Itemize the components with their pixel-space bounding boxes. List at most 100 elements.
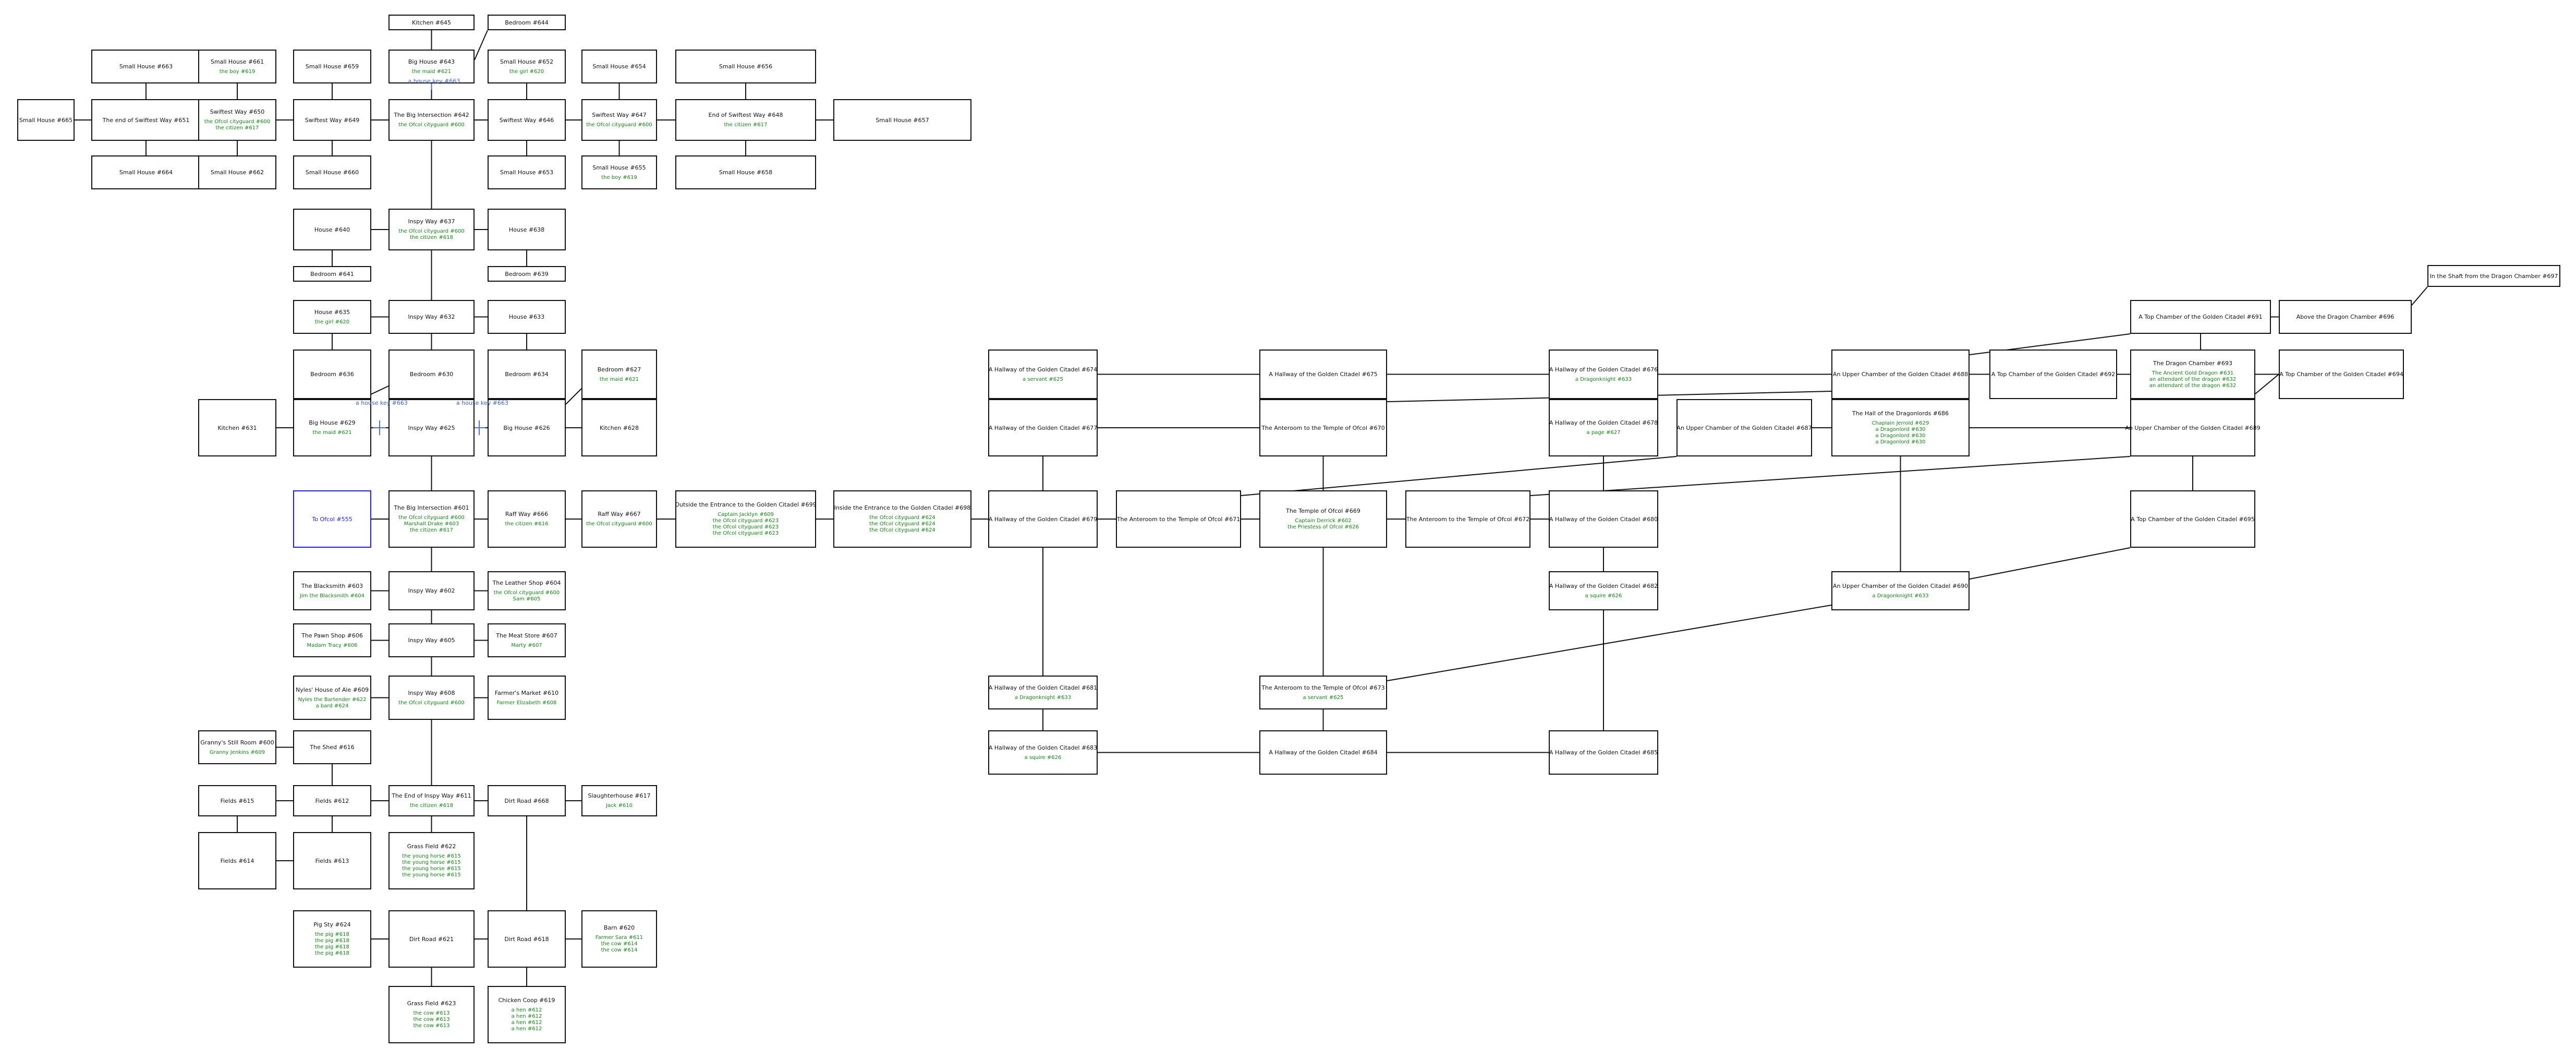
connection-line — [1387, 605, 1832, 681]
room-676: A Hallway of the Golden Citadel #676 a Dr… — [1549, 350, 1658, 399]
room-645: Kitchen #645 — [388, 15, 475, 30]
room-occupants: the Ofcol cityguard #600 — [398, 700, 464, 706]
room-672: The Anteroom to the Temple of Ofcol #672 — [1405, 490, 1530, 548]
room-title: Bedroom #644 — [505, 19, 549, 26]
room-664: Small House #664 — [91, 155, 201, 189]
occupant: Granny Jenkins #609 — [210, 749, 265, 755]
room-title: Raff Way #666 — [505, 511, 549, 517]
door-key-label: a house key #663 — [456, 400, 508, 406]
room-658: Small House #658 — [675, 155, 816, 189]
room-title: Dirt Road #618 — [504, 935, 549, 943]
occupant: Captain Jacklyn #609 — [718, 512, 774, 517]
room-title: Kitchen #628 — [599, 424, 639, 431]
occupant: a hen #612 — [511, 1007, 542, 1013]
room-title: A Hallway of the Golden Citadel #676 — [1549, 366, 1658, 373]
occupant: the Ofcol cityguard #600 — [398, 515, 465, 521]
room-title: Small House #654 — [592, 63, 646, 70]
room-title: Small House #656 — [719, 63, 773, 70]
occupant: the Priestess of Ofcol #626 — [1287, 524, 1359, 530]
room-680: A Hallway of the Golden Citadel #680 — [1549, 490, 1658, 548]
room-668: Dirt Road #668 — [488, 785, 566, 816]
occupant: the cow #614 — [601, 947, 638, 953]
occupant: a Dragonknight #633 — [1575, 376, 1632, 382]
room-695: A Top Chamber of the Golden Citadel #695 — [2130, 490, 2255, 548]
door-key-label: a house key #663 — [408, 78, 460, 85]
room-occupants: Marty #607 — [511, 643, 542, 649]
room-occupants: the girl #620 — [315, 319, 349, 326]
room-title: Bedroom #641 — [310, 270, 354, 278]
room-title: Small House #659 — [305, 63, 359, 70]
room-675: A Hallway of the Golden Citadel #675 — [1259, 350, 1387, 399]
occupant: the Ofcol cityguard #623 — [712, 531, 779, 536]
occupant: the boy #619 — [219, 68, 256, 75]
room-644: Bedroom #644 — [488, 15, 566, 30]
occupant: a squire #626 — [1024, 754, 1062, 761]
room-title: A Hallway of the Golden Citadel #681 — [988, 684, 1098, 691]
room-687: An Upper Chamber of the Golden Citadel #… — [1676, 399, 1812, 456]
room-occupants: Granny Jenkins #609 — [210, 750, 265, 756]
room-677: A Hallway of the Golden Citadel #677 — [988, 399, 1098, 456]
room-title: A Hallway of the Golden Citadel #675 — [1269, 371, 1378, 378]
connection-line — [474, 30, 488, 61]
room-title: A Top Chamber of the Golden Citadel #695 — [2131, 515, 2255, 523]
room-occupants: the citizen #618 — [410, 803, 453, 809]
occupant: the Ofcol cityguard #600 — [398, 228, 465, 234]
room-616: The Shed #616 — [293, 730, 371, 764]
room-title: The Anteroom to the Temple of Ofcol #673 — [1261, 684, 1385, 691]
occupant: the maid #621 — [411, 68, 452, 75]
occupant: the maid #621 — [312, 430, 352, 436]
room-661: Small House #661 the boy #619 — [198, 50, 276, 83]
room-656: Small House #656 — [675, 50, 816, 83]
room-occupants: a Dragonknight #633 — [1015, 695, 1071, 701]
room-title: The Hall of the Dragonlords #686 — [1852, 410, 1949, 417]
room-occupants: a Dragonknight #633 — [1575, 377, 1632, 383]
room-title: Small House #665 — [19, 116, 73, 124]
room-638: House #638 — [488, 209, 566, 250]
room-665: Small House #665 — [17, 99, 75, 141]
room-title: Small House #663 — [119, 63, 173, 70]
occupant: a hen #612 — [511, 1014, 542, 1019]
room-occupants: a servant #625 — [1303, 695, 1344, 701]
occupant: the pig #618 — [315, 932, 349, 937]
room-title: A Top Chamber of the Golden Citadel #694 — [2279, 371, 2403, 378]
room-title: Inspy Way #632 — [408, 314, 455, 320]
room-title: Inspy Way #608 — [408, 689, 455, 696]
room-title: The Big Intersection #601 — [394, 504, 469, 511]
room-title: Small House #661 — [210, 58, 264, 65]
room-title: Farmer's Market #610 — [494, 689, 559, 696]
room-690: An Upper Chamber of the Golden Citadel #… — [1831, 571, 1970, 610]
room-title: The Temple of Ofcol #669 — [1286, 508, 1360, 514]
room-title: Dirt Road #668 — [504, 797, 549, 804]
room-title: Small House #658 — [719, 169, 773, 176]
room-635: House #635 the girl #620 — [293, 300, 371, 334]
room-title: Grass Field #622 — [407, 843, 456, 850]
room-title: Small House #655 — [592, 164, 646, 171]
room-title: House #635 — [314, 308, 350, 316]
room-title: Inspy Way #637 — [408, 218, 455, 225]
room-title: Big House #626 — [503, 424, 550, 431]
room-684: A Hallway of the Golden Citadel #684 — [1259, 730, 1387, 775]
occupant: Captain Derrick #602 — [1295, 518, 1352, 524]
room-title: Grass Field #623 — [407, 1000, 456, 1007]
room-title: Pig Sty #624 — [313, 921, 351, 928]
room-occupants: the maid #621 — [412, 69, 451, 75]
room-title: Dirt Road #621 — [409, 935, 454, 943]
room-title: Slaughterhouse #617 — [588, 792, 651, 799]
occupant: the citizen #617 — [724, 122, 768, 128]
room-630: Bedroom #630 — [388, 350, 475, 399]
room-title: The Shed #616 — [310, 744, 355, 751]
